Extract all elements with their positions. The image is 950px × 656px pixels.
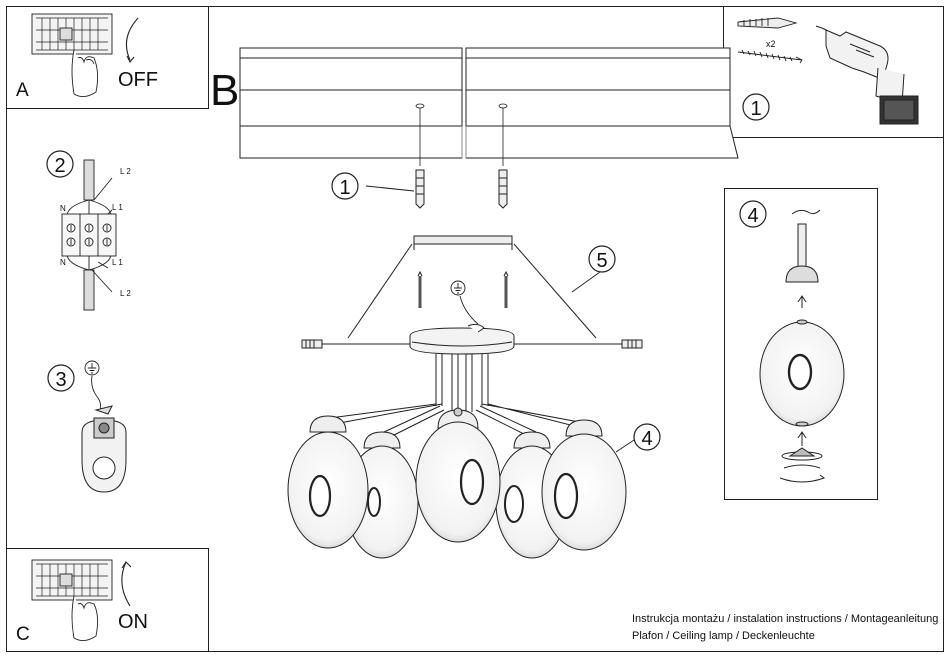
step-number-4-main: 4 bbox=[641, 428, 652, 450]
breaker-switch-on-icon bbox=[31, 559, 132, 641]
ground-icon bbox=[84, 360, 102, 413]
step-badge-5 bbox=[588, 245, 616, 273]
panel-4-frame bbox=[724, 188, 878, 500]
lamp-shades bbox=[287, 407, 627, 559]
step-number-2: 2 bbox=[54, 155, 65, 177]
panel-c: C ON bbox=[16, 559, 148, 645]
step-number-1-top: 1 bbox=[750, 98, 761, 120]
step-number-1-main: 1 bbox=[339, 177, 350, 199]
wire-label-l1-bottom: L 1 bbox=[112, 258, 123, 267]
shade-center bbox=[415, 407, 501, 543]
panel-b-letter: B bbox=[210, 66, 239, 115]
panel-shade-assembly: 4 bbox=[724, 188, 878, 500]
step-badge-2 bbox=[46, 150, 74, 178]
panel-a: A OFF bbox=[16, 13, 158, 101]
footer-caption: Instrukcja montażu / instalation instruc… bbox=[632, 611, 938, 645]
screw-icon bbox=[737, 49, 803, 64]
step-badge-1-main bbox=[331, 172, 359, 200]
step-number-3: 3 bbox=[55, 369, 66, 391]
wire-label-n-top: N bbox=[60, 204, 66, 213]
panel-a-letter: A bbox=[16, 80, 29, 101]
ground-terminal bbox=[81, 405, 127, 493]
wire-label-l1-top: L 1 bbox=[112, 203, 123, 212]
wall-anchors-main bbox=[365, 169, 508, 209]
wire-label-l2-bottom: L 2 bbox=[120, 289, 131, 298]
lamp-arms bbox=[329, 354, 591, 439]
ceiling-block bbox=[239, 47, 739, 159]
shade-far-left bbox=[287, 415, 369, 549]
anchor-quantity: x2 bbox=[766, 39, 776, 49]
drill-hole-guides bbox=[415, 103, 508, 166]
step-number-4-panel: 4 bbox=[747, 205, 758, 227]
step-badge-4-main bbox=[633, 423, 661, 451]
wall-anchor-icon bbox=[737, 17, 798, 29]
panel-wiring: 2 N N L 2 L 1 L 1 L 2 bbox=[46, 150, 131, 311]
lamp-canopy bbox=[409, 323, 515, 355]
footer-line-product: Plafon / Ceiling lamp / Deckenleuchte bbox=[632, 630, 815, 642]
panel-a-state: OFF bbox=[118, 69, 158, 91]
panel-tools: x2 1 bbox=[737, 17, 919, 125]
step-badge-4-panel bbox=[739, 200, 767, 228]
step-number-5: 5 bbox=[596, 250, 607, 272]
power-drill-icon bbox=[815, 25, 919, 125]
panel-c-letter: C bbox=[16, 624, 30, 645]
step-badge-1-top bbox=[742, 93, 770, 121]
wire-label-n-bottom: N bbox=[60, 258, 66, 267]
footer-line-instructions: Instrukcja montażu / instalation instruc… bbox=[632, 613, 939, 625]
side-screws bbox=[301, 339, 643, 349]
step-badge-3 bbox=[47, 364, 75, 392]
panel-c-state: ON bbox=[118, 611, 148, 633]
terminal-block-icon bbox=[61, 159, 117, 311]
shade-far-right bbox=[541, 419, 627, 551]
panel-ground: 3 bbox=[47, 360, 127, 493]
wire-label-l2-top: L 2 bbox=[120, 167, 131, 176]
breaker-switch-off-icon bbox=[31, 13, 139, 97]
shade-exploded-view bbox=[759, 209, 845, 483]
main-diagram: B 1 bbox=[210, 47, 739, 559]
ground-symbol-main bbox=[450, 280, 479, 325]
mounting-bracket bbox=[347, 235, 597, 339]
